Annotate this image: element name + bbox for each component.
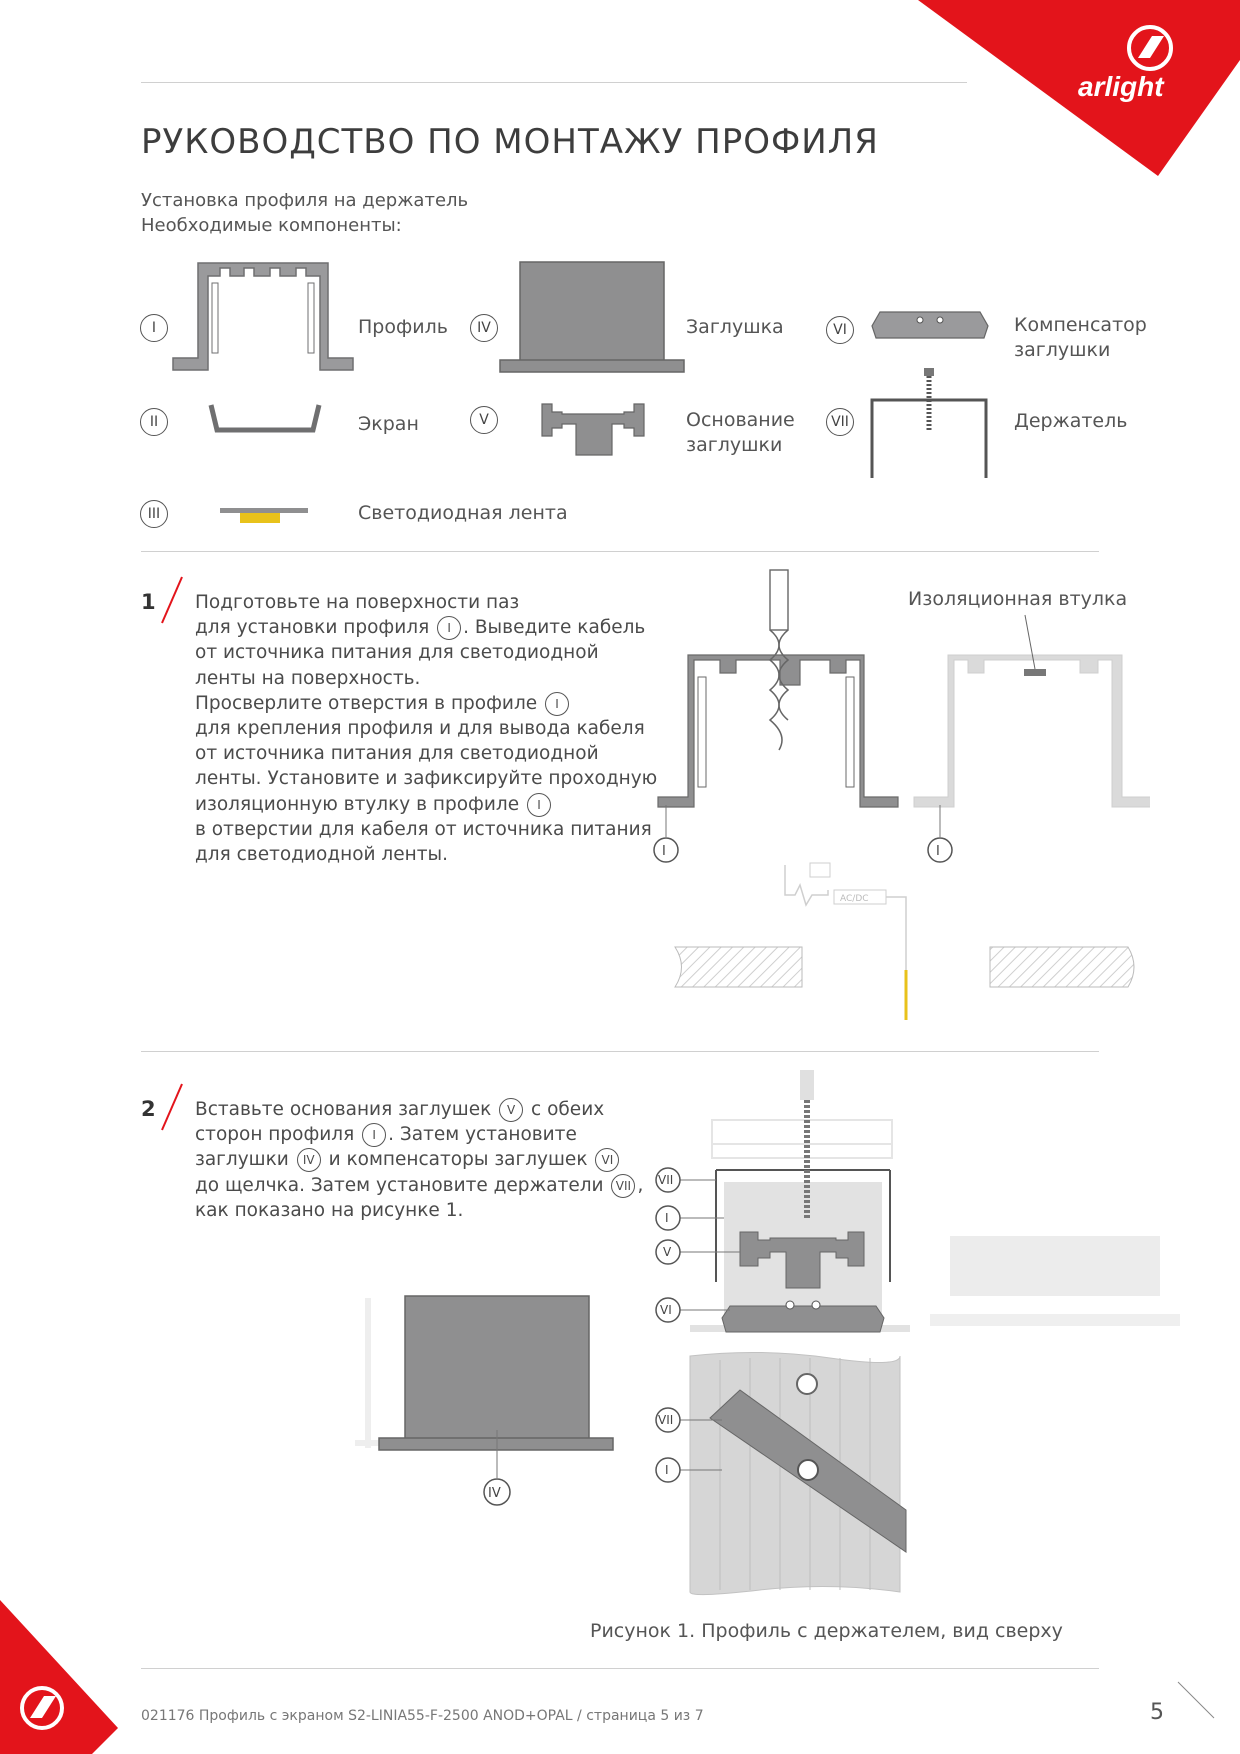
brand-corner-bottom [0, 1600, 118, 1754]
profile-drawing [172, 262, 354, 371]
step2-line: заглушки IV и компенсаторы заглушек VI [195, 1147, 643, 1173]
step-2-number: 2 [141, 1097, 156, 1121]
footer-divider [141, 1668, 1099, 1669]
step1-line: для светодиодной ленты. [195, 844, 448, 866]
arlight-logo-icon [1127, 25, 1173, 71]
insulation-sleeve-callout: Изоляционная втулка [908, 588, 1128, 610]
step1-line: ленты. Установите и зафиксируйте проходн… [195, 768, 658, 790]
svg-text:I: I [665, 1211, 669, 1225]
ref-i-inline: I [527, 792, 551, 817]
ref-i-inline: I [362, 1123, 387, 1148]
ref-iv: IV [470, 314, 498, 342]
step2-line: до щелчка. Затем установите держатели VI… [195, 1173, 644, 1198]
component-label-led: Светодиодная лента [358, 502, 568, 524]
svg-text:I: I [665, 1463, 669, 1477]
ref-ii: II [140, 408, 168, 436]
led-strip-drawing [220, 508, 308, 523]
plug-base-drawing [541, 403, 645, 456]
step-1-figure: I I AC/DC [653, 569, 1150, 1020]
ref-v: V [470, 406, 498, 434]
top-view-figure: VII I [655, 1351, 907, 1596]
svg-text:VII: VII [658, 1413, 673, 1427]
ref-vi: VI [826, 316, 854, 344]
subtitle: Установка профиля на держатель [141, 190, 469, 211]
assembly-side-figure: VII I V VI [655, 1070, 1180, 1333]
component-label-profile: Профиль [358, 316, 448, 338]
figure-caption: Рисунок 1. Профиль с держателем, вид све… [590, 1620, 1063, 1642]
ref-iv-inline: IV [296, 1148, 321, 1173]
ref-vii-inline: VII [611, 1173, 636, 1198]
svg-text:V: V [663, 1245, 672, 1259]
compensator-drawing [871, 311, 989, 339]
page-number: 5 [1150, 1700, 1164, 1725]
component-label-compensator-1: Компенсатор [1014, 314, 1147, 336]
step1-line: Подготовьте на поверхности паз [195, 592, 520, 613]
step1-line: в отверстии для кабеля от источника пита… [195, 818, 652, 840]
step1-line: для крепления профиля и для вывода кабел… [195, 718, 645, 740]
component-label-plug: Заглушка [686, 316, 784, 338]
screen-drawing [208, 404, 322, 433]
footer-text: 021176 Профиль с экраном S2-LINIA55-F-25… [141, 1708, 704, 1724]
ref-vii: VII [826, 408, 854, 436]
top-divider [141, 82, 967, 83]
adapter-label: AC/DC [840, 894, 869, 904]
page-title: РУКОВОДСТВО ПО МОНТАЖУ ПРОФИЛЯ [141, 122, 879, 162]
holder-drawing [870, 368, 988, 478]
step-slash-icon [161, 576, 183, 624]
step-2-text: Вставьте основания заглушек V с обеих ст… [195, 1097, 643, 1223]
ref-i: I [140, 314, 168, 342]
step1-line: для установки профиля I. Выведите кабель [195, 616, 646, 641]
step-1-number: 1 [141, 590, 156, 614]
arlight-logo-icon [20, 1686, 64, 1730]
step1-line: ленты на поверхность. [195, 667, 421, 689]
svg-text:I: I [936, 844, 940, 859]
svg-text:VI: VI [660, 1303, 672, 1317]
step-slash-icon [161, 1083, 183, 1131]
step2-line: сторон профиля I. Затем установите [195, 1123, 577, 1148]
step-1-text: Подготовьте на поверхности паз для устан… [195, 590, 657, 867]
component-label-plug-base-2: заглушки [686, 434, 783, 456]
ref-i-inline: I [437, 616, 462, 641]
ref-iii: III [140, 500, 168, 528]
component-label-screen: Экран [358, 413, 419, 435]
svg-text:VII: VII [658, 1173, 673, 1187]
component-label-compensator-2: заглушки [1014, 339, 1111, 361]
step1-line: изоляционную втулку в профиле I [195, 792, 657, 817]
brand-corner: arlight [918, 0, 1240, 176]
step1-line: Просверлите отверстия в профиле I [195, 691, 657, 716]
logo-text: arlight [1078, 71, 1165, 102]
subtitle-components: Необходимые компоненты: [141, 215, 402, 236]
step1-line: от источника питания для светодиодной [195, 743, 599, 765]
step2-line: как показано на рисунке 1. [195, 1199, 464, 1221]
svg-text:I: I [662, 844, 666, 859]
step1-line: от источника питания для светодиодной [195, 642, 599, 664]
step2-line: Вставьте основания заглушек V с обеих [195, 1098, 605, 1122]
component-label-plug-base-1: Основание [686, 409, 795, 431]
section-divider-1 [141, 551, 1099, 552]
page-slash-icon [1177, 1681, 1215, 1719]
section-divider-2 [141, 1051, 1099, 1052]
ref-v-inline: V [499, 1098, 524, 1122]
step-2-plug-figure: IV [355, 1295, 614, 1506]
plug-drawing [499, 261, 685, 373]
ref-vi-inline: VI [595, 1148, 620, 1173]
component-label-holder: Держатель [1014, 410, 1128, 432]
ref-i-inline: I [545, 691, 570, 716]
svg-text:IV: IV [488, 1486, 501, 1501]
